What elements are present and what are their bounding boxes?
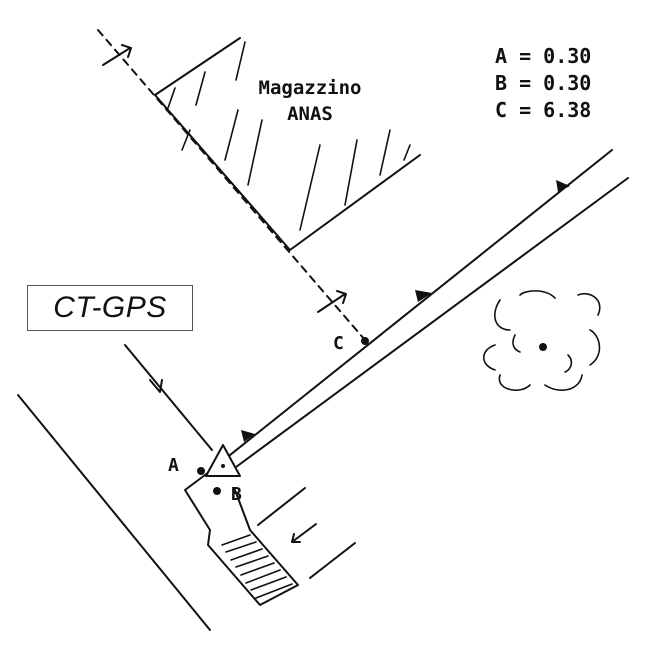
measurement-b: B = 0.30	[495, 71, 591, 95]
wall-line-outer	[204, 149, 613, 476]
point-c-dot	[361, 337, 369, 345]
approach-arrow	[149, 379, 163, 393]
wall-marker-2	[415, 290, 432, 302]
point-a-label: A	[168, 455, 179, 476]
point-b-dot	[213, 487, 221, 495]
arrow-mark-top	[102, 44, 132, 66]
boundary-line-left	[17, 394, 211, 631]
building-outline	[154, 37, 421, 251]
arrow-mark-mid	[317, 290, 347, 313]
wall-line-inner	[231, 177, 629, 471]
tree-canopy	[482, 290, 601, 391]
direction-arrow	[291, 523, 317, 543]
building-name-line2: ANAS	[287, 103, 333, 125]
wall-marker-3	[241, 430, 255, 442]
station-code-text: CT-GPS	[53, 291, 167, 324]
road-line-2	[309, 542, 356, 579]
point-a-dot	[197, 467, 205, 475]
road-line-1	[257, 487, 306, 526]
tree-center-dot	[539, 343, 547, 351]
station-code-box: CT-GPS	[27, 285, 193, 331]
point-c-label: C	[333, 333, 344, 354]
survey-dashed-line	[97, 29, 366, 341]
station-triangle	[205, 444, 241, 477]
stairs-hatching	[221, 534, 293, 599]
building-hatching	[167, 41, 411, 231]
wall-markers	[241, 180, 570, 442]
building-corner-outline	[184, 474, 299, 606]
measurement-c: C = 6.38	[495, 98, 591, 122]
triangle-center-dot	[221, 464, 225, 468]
wall-marker-1	[556, 180, 570, 192]
building-name-line1: Magazzino	[259, 77, 362, 99]
point-b-label: B	[231, 484, 242, 505]
measurement-a: A = 0.30	[495, 44, 591, 68]
approach-line	[124, 344, 213, 451]
